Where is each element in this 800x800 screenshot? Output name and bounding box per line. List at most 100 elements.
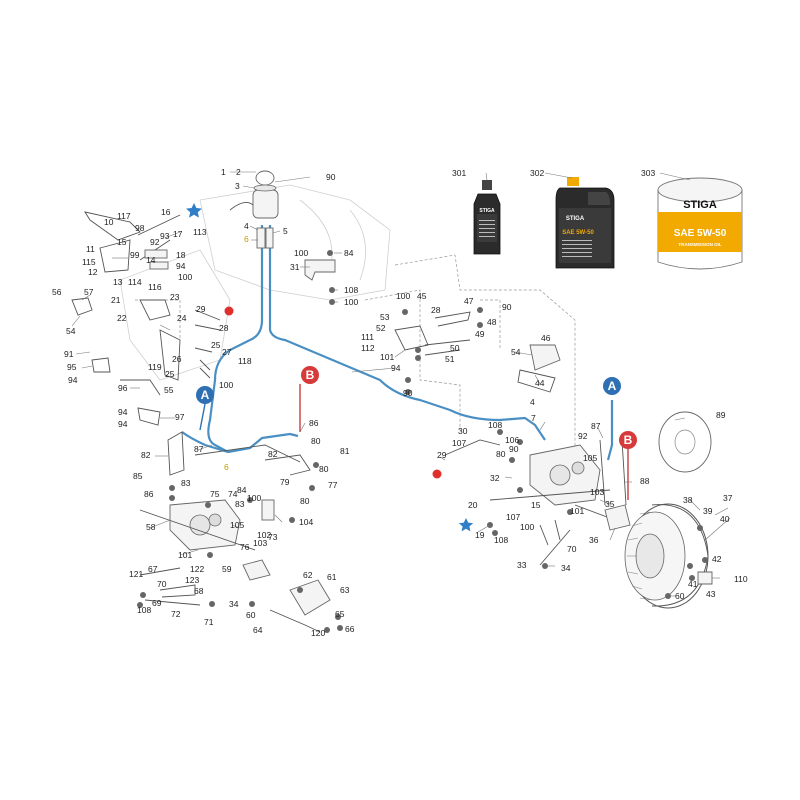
part-label: 24 xyxy=(177,313,187,323)
part-label: 33 xyxy=(517,560,527,570)
part-label: 75 xyxy=(210,489,220,499)
part-label: 122 xyxy=(190,564,204,574)
part-label: 56 xyxy=(52,287,62,297)
part-label: 76 xyxy=(240,542,250,552)
hose-left xyxy=(207,225,264,453)
star-icon xyxy=(186,203,202,218)
part-label: 108 xyxy=(344,285,358,295)
part-label: 45 xyxy=(417,291,427,301)
part-label: 61 xyxy=(327,572,337,582)
hose-a-right xyxy=(606,400,614,461)
marker-a-left-label: A xyxy=(201,388,210,402)
marker-b-left xyxy=(301,366,319,384)
part-label: 68 xyxy=(194,586,204,596)
part-label: 69 xyxy=(152,598,162,608)
part-label: 301 xyxy=(452,168,466,178)
part-label: 101 xyxy=(570,506,584,516)
part-label: 29 xyxy=(196,304,206,314)
part-label: 59 xyxy=(222,564,232,574)
drum-303-sub: TRANSMISSION OIL xyxy=(678,242,722,247)
part-label: 112 xyxy=(361,343,375,353)
part-label: 100 xyxy=(344,297,358,307)
part-label: 3 xyxy=(235,181,240,191)
hose-main xyxy=(268,225,546,441)
part-label: 26 xyxy=(172,354,182,364)
part-label: 4 xyxy=(244,221,249,231)
marker-b-right xyxy=(619,431,637,449)
part-label: 72 xyxy=(171,609,181,619)
part-label: 105 xyxy=(230,520,244,530)
part-label: 105 xyxy=(583,453,597,463)
part-label: 111 xyxy=(361,332,374,342)
part-label: 64 xyxy=(253,625,263,635)
part-label: 104 xyxy=(299,517,313,527)
part-label: 85 xyxy=(133,471,143,481)
part-label: 303 xyxy=(641,168,655,178)
part-label: 103 xyxy=(253,538,267,548)
can-302-oil: SAE 5W-50 xyxy=(562,230,594,236)
part-label: 114 xyxy=(128,277,142,287)
part-label: 66 xyxy=(345,624,355,634)
part-label: 115 xyxy=(82,257,96,267)
part-label: 92 xyxy=(578,431,588,441)
part-label: 83 xyxy=(181,478,191,488)
part-label: 108 xyxy=(137,605,151,615)
part-label: 28 xyxy=(219,323,229,333)
part-label: 80 xyxy=(319,464,329,474)
part-label: 118 xyxy=(238,356,252,366)
part-label: 95 xyxy=(67,362,77,372)
part-label: 100 xyxy=(396,291,410,301)
bottle-301-brand: STIGA xyxy=(479,208,495,214)
part-label: 89 xyxy=(716,410,726,420)
part-label: 82 xyxy=(268,449,278,459)
part-label: 99 xyxy=(130,250,140,260)
part-label: 18 xyxy=(176,250,186,260)
part-label: 121 xyxy=(129,569,143,579)
part-label: 100 xyxy=(219,380,233,390)
part-label: 91 xyxy=(64,349,74,359)
red-dot-left xyxy=(224,306,234,316)
oil-reservoir xyxy=(229,170,279,249)
part-label: 41 xyxy=(688,579,698,589)
part-label: 90 xyxy=(502,302,512,312)
part-label: 10 xyxy=(104,217,114,227)
wheel-hardware xyxy=(665,525,713,599)
part-label: 84 xyxy=(237,485,247,495)
part-label: 1 xyxy=(221,167,226,177)
drum-303-oil: SAE 5W-50 xyxy=(674,228,727,239)
marker-a-right xyxy=(603,377,621,395)
part-label: 49 xyxy=(475,329,485,339)
part-label: 120 xyxy=(311,628,325,638)
part-label: 30 xyxy=(458,426,468,436)
part-label: 27 xyxy=(222,347,232,357)
part-label: 110 xyxy=(734,574,748,584)
part-label: 46 xyxy=(541,333,551,343)
part-label: 94 xyxy=(118,419,128,429)
part-label: 90 xyxy=(509,444,519,454)
star-icon xyxy=(458,518,474,532)
leader-lines xyxy=(71,171,731,597)
part-label: 53 xyxy=(380,312,390,322)
part-label: 4 xyxy=(530,397,535,407)
part-label: 70 xyxy=(157,579,167,589)
part-label: 67 xyxy=(148,564,158,574)
marker-a-right-label: A xyxy=(608,379,617,393)
part-label: 25 xyxy=(165,369,175,379)
star-markers xyxy=(186,203,474,532)
left-linkage xyxy=(71,211,221,426)
part-label: 35 xyxy=(605,499,615,509)
part-label: 107 xyxy=(452,438,466,448)
hydraulic-hoses xyxy=(181,225,614,461)
part-label: 93 xyxy=(160,231,170,241)
part-label: 103 xyxy=(590,487,604,497)
part-label: 39 xyxy=(703,506,713,516)
part-label: 55 xyxy=(164,385,174,395)
part-label: 83 xyxy=(235,499,245,509)
oil-bottle-301: STIGA xyxy=(473,180,501,255)
part-label: 11 xyxy=(86,244,95,254)
part-label: 22 xyxy=(117,313,127,323)
part-label: 47 xyxy=(464,296,474,306)
part-label: 108 xyxy=(488,420,502,430)
part-label: 15 xyxy=(531,500,541,510)
part-label: 34 xyxy=(561,563,571,573)
